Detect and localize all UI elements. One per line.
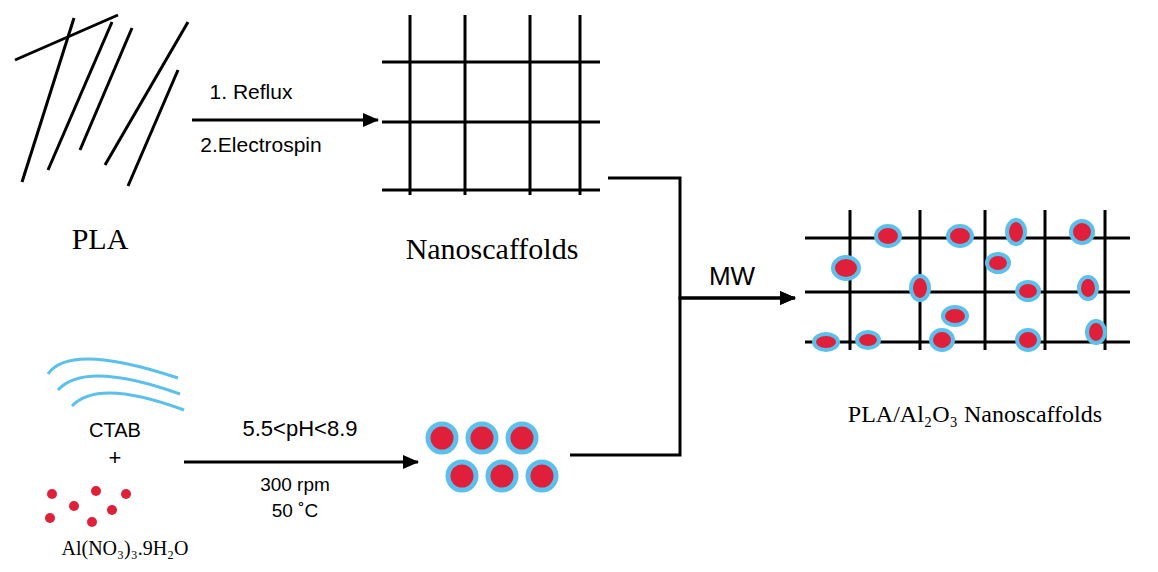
condition-label: 5.5<pH<8.9 [205, 416, 395, 441]
particle [814, 334, 838, 350]
fiber [128, 70, 178, 186]
pla-fibers [15, 15, 188, 186]
particle [1071, 221, 1093, 243]
ctab-chain [72, 393, 184, 410]
particle [1087, 321, 1105, 343]
fiber [15, 15, 118, 60]
particle [1007, 220, 1025, 244]
particle [528, 462, 556, 490]
particle [488, 462, 516, 490]
composite-grid [805, 210, 1130, 350]
illustrated-step: PLA [10, 10, 192, 272]
illustrated-step: CTAB + Al(NO₃)₃.9H₂O [30, 335, 570, 569]
particle [448, 462, 476, 490]
ion-dot [69, 501, 79, 511]
process-arrow [570, 298, 795, 455]
grid-line [579, 15, 582, 195]
composite-particles [814, 220, 1105, 350]
particle [911, 276, 929, 300]
illustrated-step: Nanoscaffolds [378, 10, 608, 278]
condition-label: 1. Reflux [186, 80, 316, 104]
grid-line [409, 15, 412, 195]
grid-line [382, 61, 600, 64]
particle [876, 226, 900, 246]
reaction-arrow [184, 461, 418, 464]
condition-label: 300 rpm [230, 474, 360, 496]
aluminium-ions [45, 486, 131, 527]
grid-line [464, 15, 467, 195]
particle [943, 307, 967, 325]
process-arrow [192, 119, 378, 122]
scaffold-grid [382, 15, 600, 195]
process-arrow [608, 178, 795, 298]
grid-line [382, 189, 600, 192]
condition-label: 50 ˚C [230, 500, 360, 522]
step-caption: + [30, 445, 200, 470]
grid-line [382, 121, 600, 124]
ctab-chain [48, 359, 178, 378]
step-caption: PLA [10, 222, 190, 257]
grid-line [984, 210, 987, 350]
step-caption: PLA/Al₂O₃ Nanoscaffolds [795, 401, 1155, 429]
particle [508, 424, 536, 452]
grid-line [529, 15, 532, 195]
grid-line [1044, 210, 1047, 350]
particle [428, 424, 456, 452]
ion-dot [107, 505, 117, 515]
ion-dot [121, 489, 131, 499]
particle [1017, 282, 1039, 300]
step-caption: Al(NO₃)₃.9H₂O [30, 537, 220, 560]
condition-label: 2.Electrospin [186, 133, 336, 157]
grid-line [805, 341, 1130, 344]
ion-dot [47, 489, 57, 499]
condition-label: MW [692, 262, 772, 292]
particle [833, 257, 859, 279]
fiber [22, 18, 74, 182]
particle [1017, 330, 1039, 350]
ion-dot [87, 517, 97, 527]
step-caption: CTAB [30, 419, 200, 442]
particle [1079, 277, 1097, 299]
particle [948, 226, 972, 246]
step-caption: Nanoscaffolds [378, 232, 606, 267]
ctab-chain [58, 376, 180, 394]
ion-dot [91, 486, 101, 496]
particle [931, 330, 953, 350]
particle [468, 424, 496, 452]
particle [987, 254, 1009, 272]
particle [857, 332, 879, 348]
al2o3-particles [428, 424, 556, 490]
illustrated-step: PLA/Al₂O₃ Nanoscaffolds [795, 205, 1156, 440]
ctab-chains [48, 359, 184, 410]
ion-dot [45, 513, 55, 523]
